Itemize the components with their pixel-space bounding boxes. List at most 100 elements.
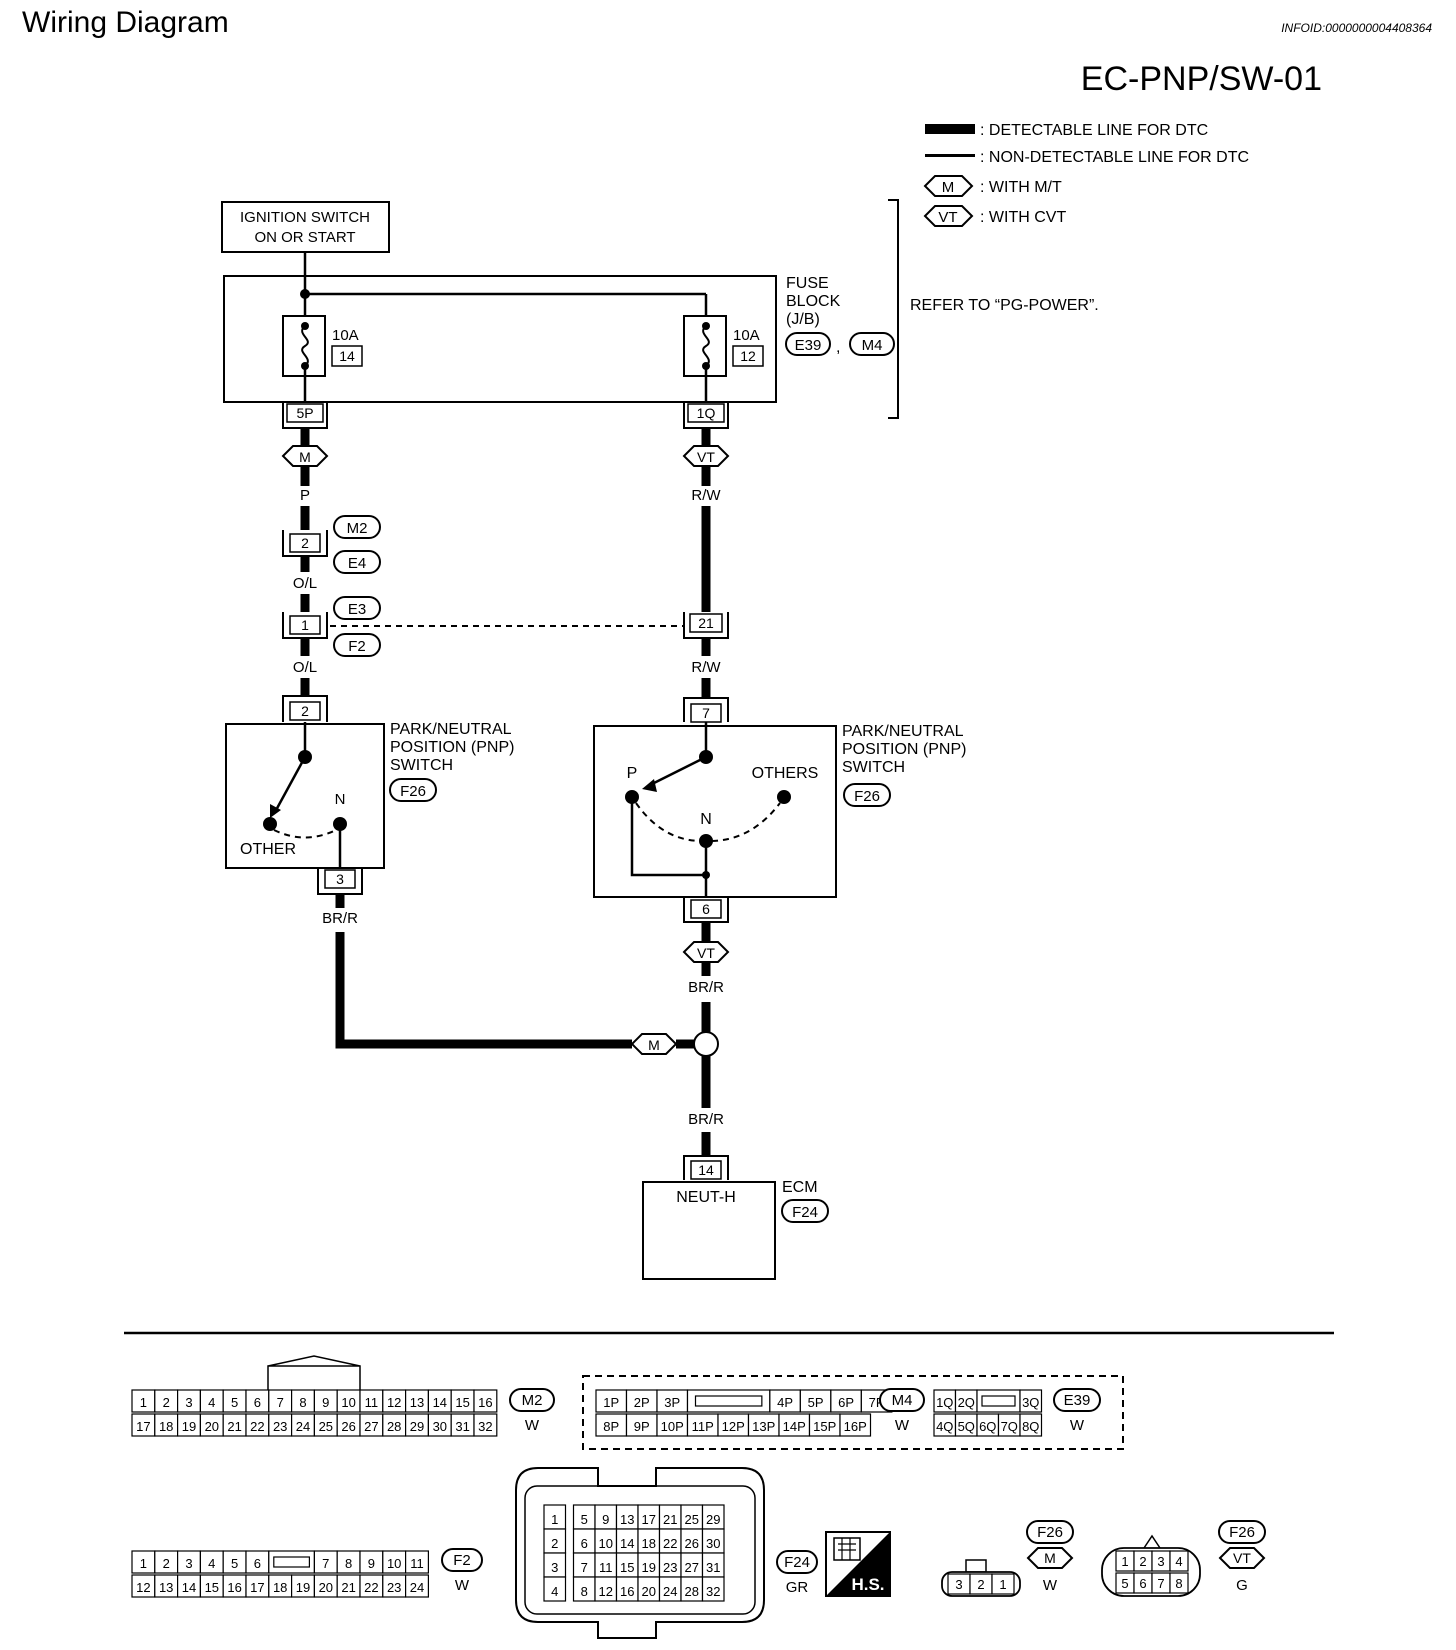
f2-code-text: F2 [453, 1552, 471, 1569]
left-wire2: O/L [293, 575, 317, 592]
fuse-right-rating: 10A [733, 327, 760, 344]
m2-color: W [525, 1417, 540, 1434]
right-wire1: R/W [691, 487, 721, 504]
left-joint1-conn-m2-text: M2 [347, 520, 368, 537]
f26m-variant-text: M [1044, 1550, 1056, 1566]
f24-r2-pin: 14 [620, 1536, 634, 1551]
e39-r2-pin: 7Q [1001, 1419, 1018, 1434]
fuse-block-conn-sep: , [836, 339, 840, 356]
ecm-box [642, 1181, 776, 1280]
f24-r3-pin: 11 [599, 1560, 613, 1575]
left-wire4: BR/R [322, 910, 358, 927]
ecm-conn-f24-text: F24 [792, 1204, 818, 1221]
f24-r1-pin: 29 [706, 1512, 720, 1527]
f24-r1-pin: 1 [551, 1512, 558, 1527]
ecm-pin: 14 [683, 1155, 729, 1180]
fuse-block-label-3: (J/B) [786, 311, 820, 328]
f2-r2-pin: 22 [364, 1580, 378, 1595]
e39-r2-pin: 5Q [958, 1419, 975, 1434]
ecm-terminal: NEUT-H [676, 1189, 736, 1206]
f26vt-r1-pin: 1 [1121, 1554, 1128, 1569]
e39-code-text: E39 [1064, 1392, 1091, 1409]
e39-r2-pin: 4Q [936, 1419, 953, 1434]
right-switch-name3: SWITCH [842, 759, 905, 776]
m2-r2-cell [473, 1413, 498, 1437]
f26vt-variant [1218, 1547, 1266, 1569]
m2-r2-pin: 30 [433, 1419, 447, 1434]
ignition-line1: IGNITION SWITCH [240, 209, 370, 226]
m2-r2-pin: 32 [478, 1419, 492, 1434]
hs-label: H.S. [851, 1575, 884, 1594]
f2-r2-pin: 23 [387, 1580, 401, 1595]
f24-r3-pin: 19 [642, 1560, 656, 1575]
f24-color: GR [786, 1579, 809, 1596]
f2-r2-pin: 12 [136, 1580, 150, 1595]
m4-r1-pin: 6P [838, 1395, 854, 1410]
m2-r1-pin: 5 [231, 1395, 238, 1410]
f24-r3-pin: 3 [551, 1560, 558, 1575]
m2-r1-pin: 2 [163, 1395, 170, 1410]
right-switch-out-pin: 6 [702, 901, 710, 917]
f24-r4-pin: 16 [620, 1584, 634, 1599]
f2-r1-pin: 3 [185, 1556, 192, 1571]
right-switch-in: 7 [683, 697, 729, 723]
f24-r1-pin: 21 [663, 1512, 677, 1527]
f24-r4-pin: 32 [706, 1584, 720, 1599]
m2-r2-pin: 29 [410, 1419, 424, 1434]
f2-r2-pin: 13 [159, 1580, 173, 1595]
refer-bracket [888, 199, 899, 419]
m4-r2-pin: 15P [813, 1419, 836, 1434]
fuse-block-label-1: FUSE [786, 275, 829, 292]
f2-r2-cell [405, 1574, 430, 1598]
m2-r1-pin: 7 [277, 1395, 284, 1410]
f26vt-r1-pin: 2 [1139, 1554, 1146, 1569]
m2-r1-pin: 14 [433, 1395, 447, 1410]
right-switch-p: P [627, 765, 638, 782]
m4-r1-pin: 5P [808, 1395, 824, 1410]
f26vt-r2-cell [1169, 1572, 1189, 1594]
left-switch-name3: SWITCH [390, 757, 453, 774]
fuse-block-conn-e39-text: E39 [795, 337, 822, 354]
e39-r1-cell [1019, 1389, 1043, 1413]
f2-r1-pin: 9 [368, 1556, 375, 1571]
m4-r2-pin: 11P [692, 1419, 714, 1434]
m2-r1-pin: 6 [254, 1395, 261, 1410]
m4-r2-pin: 12P [722, 1419, 745, 1434]
right-switch-name1: PARK/NEUTRAL [842, 723, 964, 740]
f24-r3-pin: 31 [706, 1560, 720, 1575]
ecm-label: ECM [782, 1179, 818, 1196]
fuse-block-conn-m4 [849, 332, 895, 356]
m4-r2-pin: 16P [844, 1419, 867, 1434]
f2-r1-pin: 7 [322, 1556, 329, 1571]
fuse-left-rating: 10A [332, 327, 359, 344]
legend-mt-code: M [942, 179, 955, 196]
right-switch-others: OTHERS [752, 765, 819, 782]
m2-r2-pin: 22 [250, 1419, 264, 1434]
left-variant-hex [281, 445, 329, 467]
left-wire1: P [300, 487, 310, 504]
left-switch-conn-f26 [389, 778, 437, 802]
left-wire3: O/L [293, 659, 317, 676]
right-wire4: BR/R [688, 1111, 724, 1128]
e39-r2-pin: 6Q [979, 1419, 996, 1434]
right-switch-conn-f26-text: F26 [854, 788, 880, 805]
m2-code-text: M2 [522, 1392, 543, 1409]
right-wire2: R/W [691, 659, 721, 676]
right-switch-in-pin: 7 [702, 705, 710, 721]
left-switch-out: 3 [317, 868, 363, 895]
f24-r2-pin: 6 [581, 1536, 588, 1551]
f2-r2-pin: 16 [227, 1580, 241, 1595]
fuse-left-number: 14 [339, 348, 355, 364]
m2-r2-pin: 18 [159, 1419, 173, 1434]
f2-r1-pin: 2 [163, 1556, 170, 1571]
legend-detectable: : DETECTABLE LINE FOR DTC [980, 122, 1208, 139]
m2-r2-pin: 21 [227, 1419, 241, 1434]
f24-r3-pin: 27 [685, 1560, 699, 1575]
m4-code [879, 1388, 925, 1412]
f2-r2-pin: 17 [250, 1580, 264, 1595]
f24-r1-pin: 5 [581, 1512, 588, 1527]
f24-inner [524, 1485, 756, 1615]
